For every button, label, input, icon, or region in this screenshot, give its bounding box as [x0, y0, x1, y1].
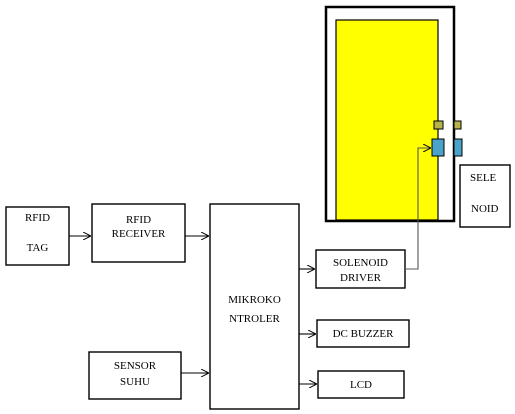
- sele-noid-block: SELE NOID: [460, 165, 510, 227]
- lock-bolt-right: [454, 139, 462, 156]
- sele-noid-label-2: NOID: [471, 203, 499, 215]
- sensor-suhu-block: SENSOR SUHU: [89, 352, 181, 399]
- mikrokontroler-label-2: NTROLER: [229, 313, 280, 325]
- solenoid-driver-label-1: SOLENOID: [333, 257, 388, 269]
- rfid-receiver-label-1: RFID: [126, 214, 151, 226]
- lcd-block: LCD: [318, 371, 404, 398]
- rfid-tag-label-1: RFID: [25, 212, 50, 224]
- solenoid-driver-label-2: DRIVER: [340, 272, 382, 284]
- dc-buzzer-label: DC BUZZER: [333, 328, 394, 340]
- sensor-suhu-label-2: SUHU: [120, 376, 150, 388]
- door-icon: [326, 7, 454, 221]
- sele-noid-label-1: SELE: [470, 172, 497, 184]
- mikrokontroler-block: MIKROKO NTROLER: [210, 204, 299, 409]
- lock-strike-top: [434, 121, 443, 129]
- rfid-tag-block: RFID TAG: [6, 207, 69, 265]
- lcd-label: LCD: [350, 379, 372, 391]
- solenoid-driver-block: SOLENOID DRIVER: [316, 250, 405, 288]
- lock-strike-top-right: [454, 121, 461, 129]
- rfid-tag-label-2: TAG: [27, 242, 49, 254]
- sensor-suhu-label-1: SENSOR: [114, 360, 157, 372]
- dc-buzzer-block: DC BUZZER: [317, 320, 409, 347]
- rfid-receiver-label-2: RECEIVER: [112, 228, 166, 240]
- mikrokontroler-label-1: MIKROKO: [228, 294, 281, 306]
- rfid-receiver-block: RFID RECEIVER: [92, 204, 185, 262]
- door-panel: [336, 20, 438, 220]
- lock-bolt: [432, 139, 444, 156]
